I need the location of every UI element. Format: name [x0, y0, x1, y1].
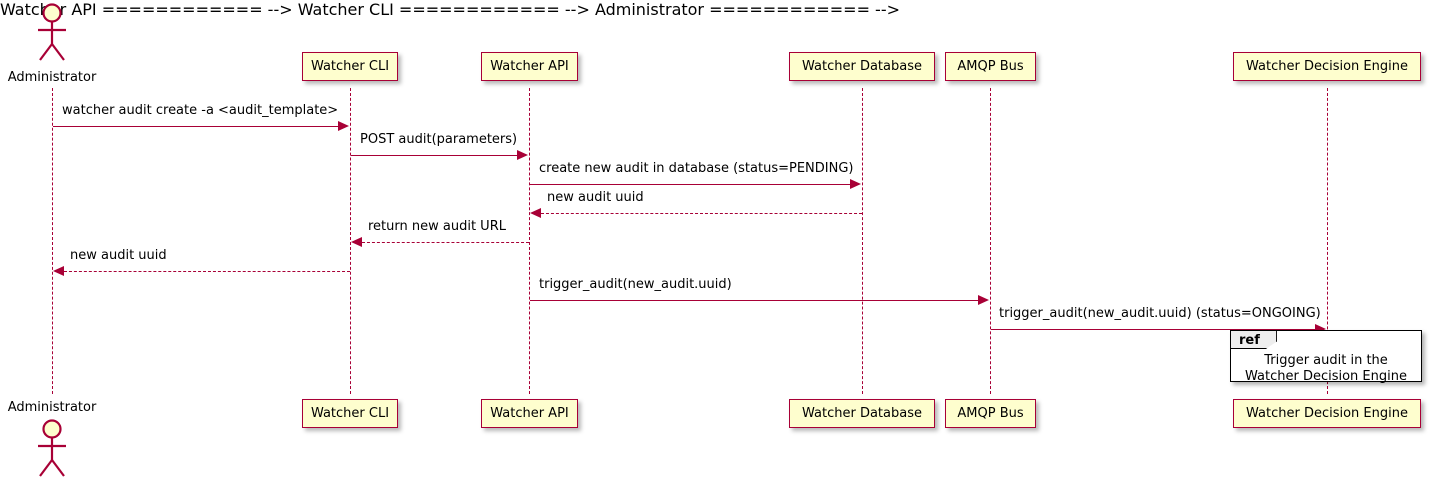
participant-box-watcher-decision-engine-top[interactable]: Watcher Decision Engine — [1233, 52, 1421, 81]
participant-box-watcher-api-top[interactable]: Watcher API — [481, 52, 578, 81]
message-arrow-head-8 — [1315, 324, 1326, 334]
participant-label-watcher-decision-engine-bottom: Watcher Decision Engine — [1246, 406, 1408, 421]
message-arrow-line-4 — [541, 213, 862, 214]
message-arrow-head-5 — [351, 237, 362, 247]
actor-administrator-top[interactable] — [24, 2, 80, 64]
message-label-8: trigger_audit(new_audit.uuid) (status=ON… — [999, 306, 1321, 321]
message-arrow-line-8 — [991, 329, 1316, 330]
participant-box-amqp-bus-bottom[interactable]: AMQP Bus — [945, 399, 1036, 428]
message-arrow-line-3 — [530, 184, 851, 185]
lifeline-administrator — [52, 88, 53, 394]
lifeline-watcher-api — [529, 88, 530, 394]
actor-administrator-bottom[interactable] — [24, 418, 80, 480]
ref-fragment-body: Trigger audit in the Watcher Decision En… — [1231, 351, 1421, 387]
participant-box-watcher-database-bottom[interactable]: Watcher Database — [789, 399, 935, 428]
ref-fragment-keyword: ref — [1231, 331, 1277, 349]
participant-box-watcher-api-bottom[interactable]: Watcher API — [481, 399, 578, 428]
lifeline-amqp-bus — [990, 88, 991, 394]
message-label-1: watcher audit create -a <audit_template> — [62, 103, 339, 118]
participant-label-watcher-api-top: Watcher API — [490, 59, 569, 74]
message-arrow-head-6 — [53, 266, 64, 276]
participant-box-watcher-database-top[interactable]: Watcher Database — [789, 52, 935, 81]
participant-label-watcher-cli-top: Watcher CLI — [310, 59, 390, 74]
lifeline-watcher-database — [862, 88, 863, 394]
participant-box-watcher-cli-bottom[interactable]: Watcher CLI — [302, 399, 398, 428]
message-arrow-head-3 — [850, 179, 861, 189]
actor-stick-figure-icon-bottom — [38, 419, 66, 477]
message-arrow-head-1 — [338, 121, 349, 131]
message-arrow-line-6 — [64, 271, 350, 272]
lifeline-watcher-decision-engine — [1327, 88, 1328, 394]
participant-label-watcher-cli-bottom: Watcher CLI — [310, 406, 390, 421]
participant-label-watcher-database-top: Watcher Database — [802, 59, 922, 74]
message-label-7: trigger_audit(new_audit.uuid) — [539, 277, 732, 292]
participant-box-watcher-decision-engine-bottom[interactable]: Watcher Decision Engine — [1233, 399, 1421, 428]
message-arrow-head-2 — [517, 150, 528, 160]
lifeline-watcher-cli — [350, 88, 351, 394]
message-label-6: new audit uuid — [70, 248, 167, 263]
participant-box-watcher-cli-top[interactable]: Watcher CLI — [302, 52, 398, 81]
message-label-5: return new audit URL — [368, 219, 506, 234]
actor-label-administrator-top: Administrator — [7, 70, 97, 85]
participant-label-watcher-decision-engine-top: Watcher Decision Engine — [1246, 59, 1408, 74]
message-label-2: POST audit(parameters) — [360, 132, 518, 147]
participant-box-amqp-bus-top[interactable]: AMQP Bus — [945, 52, 1036, 81]
message-arrow-line-2 — [351, 155, 518, 156]
message-arrow-line-5 — [362, 242, 529, 243]
participant-label-amqp-bus-top: AMQP Bus — [957, 59, 1024, 74]
participant-label-watcher-database-bottom: Watcher Database — [802, 406, 922, 421]
message-arrow-line-1 — [53, 126, 339, 127]
participant-label-amqp-bus-bottom: AMQP Bus — [957, 406, 1024, 421]
message-label-4: new audit uuid — [547, 190, 644, 205]
ref-fragment-box[interactable]: ref Trigger audit in the Watcher Decisio… — [1230, 330, 1422, 384]
message-arrow-head-7 — [978, 295, 989, 305]
actor-stick-figure-icon — [38, 3, 66, 61]
participant-label-watcher-api-bottom: Watcher API — [490, 406, 569, 421]
ref-fragment-line-2: Watcher Decision Engine — [1245, 369, 1407, 384]
ref-fragment-line-1: Trigger audit in the — [1264, 353, 1388, 368]
message-label-3: create new audit in database (status=PEN… — [539, 161, 854, 176]
message-arrow-line-7 — [530, 300, 979, 301]
actor-label-administrator-bottom: Administrator — [7, 400, 97, 415]
message-arrow-head-4 — [530, 208, 541, 218]
